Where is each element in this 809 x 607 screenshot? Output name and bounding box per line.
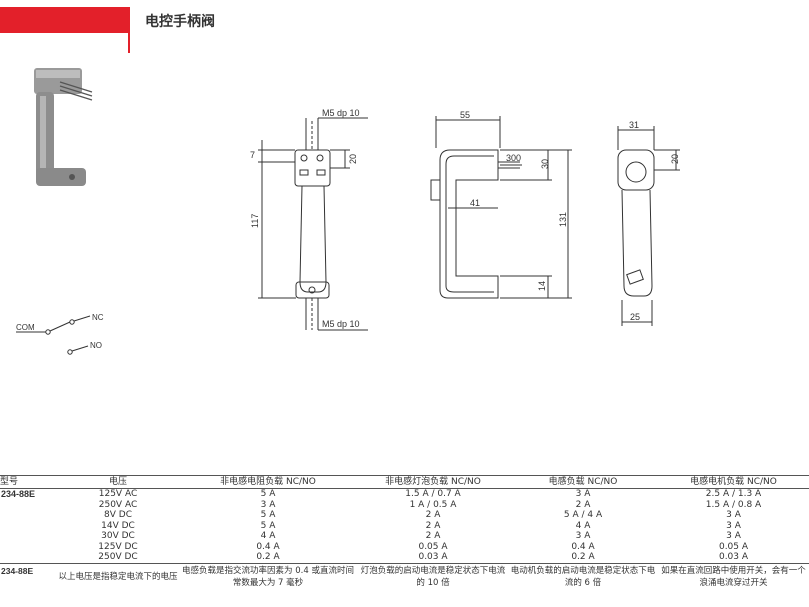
voltage-cell: 125V DC	[98, 541, 138, 552]
circuit-no-label: NO	[90, 341, 102, 350]
lamp-cell: 2 A	[425, 510, 441, 520]
product-photo	[34, 68, 93, 186]
inductive-cell: 3 A	[575, 531, 591, 541]
motor-cell: 2.5 A / 1.3 A	[705, 489, 762, 499]
lamp-cell: 1 A / 0.5 A	[409, 499, 457, 510]
dim-25: 25	[630, 312, 640, 322]
voltage-cell: 250V DC	[98, 552, 138, 562]
dim-14: 14	[537, 281, 547, 291]
inductive-cell: 3 A	[575, 489, 591, 499]
front-view	[258, 117, 368, 331]
motor-cell: 0.05 A	[718, 541, 749, 552]
page-title: 电控手柄阀	[145, 14, 215, 30]
dim-55: 55	[460, 110, 470, 120]
table-row: 30V DC 4 A 2 A 3 A 3 A	[0, 531, 809, 542]
lamp-cell: 2 A	[425, 531, 441, 541]
lamp-cell: 0.03 A	[418, 552, 448, 562]
header-resistive-load: 非电感电阻负载 NC/NO	[178, 475, 358, 489]
dim-20-front: 20	[348, 154, 358, 164]
table-row: 125V DC 0.4 A 0.05 A 0.4 A 0.05 A	[0, 542, 809, 553]
spec-table: 型号 电压 非电感电阻负载 NC/NO 非电感灯泡负载 NC/NO 电感负载 N…	[0, 475, 809, 589]
voltage-cell: 14V DC	[101, 520, 135, 531]
dim-7: 7	[250, 150, 255, 160]
note-voltage: 以上电压是指稳定电流下的电压	[58, 562, 178, 589]
dim-30: 30	[540, 159, 550, 169]
header-motor-load: 电感电机负载 NC/NO	[658, 475, 809, 489]
note-inductive: 电感负载是指交流功率因素为 0.4 或直流时间常数最大为 7 毫秒	[178, 562, 358, 589]
table-row: 250V DC 0.2 A 0.03 A 0.2 A 0.03 A	[0, 552, 809, 563]
table-row: 250V AC 3 A 1 A / 0.5 A 2 A 1.5 A / 0.8 …	[0, 500, 809, 511]
side-view	[617, 126, 680, 326]
header-model: 型号	[0, 475, 58, 489]
dim-20-side: 20	[670, 154, 680, 164]
resistive-cell: 0.4 A	[256, 541, 280, 552]
motor-cell: 3 A	[726, 520, 741, 531]
dim-bottom-thread: M5 dp 10	[322, 319, 360, 329]
resistive-cell: 0.2 A	[256, 552, 280, 562]
lamp-cell: 2 A	[425, 520, 441, 531]
resistive-cell: 5 A	[260, 520, 276, 531]
voltage-cell: 250V AC	[98, 499, 138, 510]
table-row: 8V DC 5 A 2 A 5 A / 4 A 3 A	[0, 510, 809, 521]
inductive-cell: 4 A	[575, 520, 591, 531]
circuit-nc-label: NC	[92, 313, 104, 322]
voltage-cell: 30V DC	[101, 531, 135, 541]
table-header-row: 型号 电压 非电感电阻负载 NC/NO 非电感灯泡负载 NC/NO 电感负载 N…	[0, 475, 809, 489]
inductive-cell: 2 A	[575, 499, 591, 510]
table-row: 14V DC 5 A 2 A 4 A 3 A	[0, 521, 809, 532]
notes-row: 234-88E 以上电压是指稳定电流下的电压 电感负载是指交流功率因素为 0.4…	[0, 562, 809, 589]
inductive-cell: 0.4 A	[571, 541, 595, 552]
inductive-cell: 0.2 A	[571, 552, 595, 562]
dim-31: 31	[629, 120, 639, 130]
header-lamp-load: 非电感灯泡负载 NC/NO	[358, 475, 508, 489]
inductive-cell: 5 A / 4 A	[563, 510, 603, 520]
motor-cell: 3 A	[726, 531, 741, 541]
motor-cell: 0.03 A	[718, 552, 749, 562]
header-voltage: 电压	[58, 475, 178, 489]
header-red-rule	[128, 7, 130, 53]
note-dc-surge: 如果在直流回路中使用开关，会有一个浪涌电流穿过开关	[658, 562, 809, 589]
dim-117: 117	[250, 214, 260, 228]
note-motor: 电动机负载的启动电流是稳定状态下电流的 6 倍	[508, 562, 658, 589]
dim-131: 131	[558, 212, 568, 227]
resistive-cell: 5 A	[260, 510, 276, 520]
resistive-cell: 5 A	[260, 489, 276, 499]
motor-cell: 3 A	[726, 510, 741, 520]
table-row: 234-88E 125V AC 5 A 1.5 A / 0.7 A 3 A 2.…	[0, 489, 809, 500]
note-lamp: 灯泡负载的启动电流是稳定状态下电流的 10 倍	[358, 562, 508, 589]
circuit-com-label: COM	[16, 323, 35, 332]
voltage-cell: 125V AC	[98, 489, 138, 499]
header-red-bar	[0, 7, 129, 33]
voltage-cell: 8V DC	[104, 510, 132, 520]
dim-top-thread: M5 dp 10	[322, 108, 360, 118]
lamp-cell: 0.05 A	[418, 541, 448, 552]
model-cell: 234-88E	[1, 489, 36, 499]
switch-symbol	[16, 315, 91, 355]
middle-view	[430, 116, 572, 299]
resistive-cell: 4 A	[260, 531, 276, 541]
motor-cell: 1.5 A / 0.8 A	[705, 499, 762, 510]
header-inductive-load: 电感负载 NC/NO	[508, 475, 658, 489]
technical-drawing: M5 dp 10 M5 dp 10 7 20 117 55 300 30 41 …	[16, 68, 680, 355]
resistive-cell: 3 A	[260, 499, 276, 510]
note-model-cell: 234-88E	[0, 562, 58, 589]
lamp-cell: 1.5 A / 0.7 A	[405, 489, 461, 499]
dim-41: 41	[470, 198, 480, 208]
dim-300: 300	[506, 153, 521, 163]
